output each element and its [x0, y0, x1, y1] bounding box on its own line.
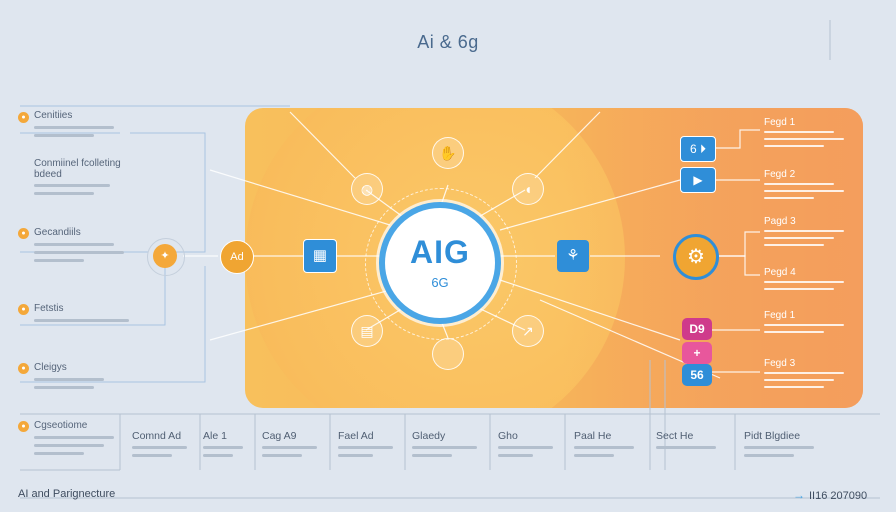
text-line	[34, 259, 84, 262]
left-item-label: Conmiinel fcolleting bdeed	[34, 158, 121, 180]
bottom-item-label: Paal He	[574, 430, 612, 442]
text-line	[203, 454, 233, 457]
text-line	[764, 138, 844, 140]
bottom-item-label: Glaedy	[412, 430, 446, 442]
text-line	[132, 446, 187, 449]
right-item-label: Pegd 4	[764, 267, 796, 278]
text-line	[34, 184, 110, 187]
text-line	[34, 436, 114, 439]
text-line	[412, 454, 452, 457]
text-line	[764, 324, 844, 326]
text-line	[34, 243, 114, 246]
text-line	[744, 454, 794, 457]
text-line	[764, 131, 834, 133]
bottom-item-label: Comnd Ad	[132, 430, 182, 442]
footer-left: AI and Parignecture	[18, 488, 116, 500]
bottom-item-label: Pidt Blgdiee	[744, 430, 801, 442]
bullet-icon: ●	[18, 421, 29, 432]
bottom-item-label: Fael Ad	[338, 430, 374, 442]
text-line	[574, 446, 634, 449]
right-item-label: Fegd 2	[764, 169, 796, 180]
text-line	[656, 446, 716, 449]
bottom-item-label: Cag A9	[262, 430, 297, 442]
text-line	[764, 288, 834, 290]
calendar-icon[interactable]: ▤	[351, 315, 383, 347]
bullet-icon: ●	[18, 112, 29, 123]
bullet-icon: ●	[18, 363, 29, 374]
text-line	[132, 454, 172, 457]
text-line	[262, 446, 317, 449]
text-line	[764, 379, 834, 381]
text-line	[764, 331, 824, 333]
node-ring	[147, 238, 185, 276]
text-line	[34, 444, 104, 447]
text-line	[498, 446, 553, 449]
text-line	[203, 446, 243, 449]
right-item-label: Fegd 1	[764, 310, 796, 321]
text-line	[34, 378, 104, 381]
text-line	[764, 197, 814, 199]
footer-right: → II16 207090	[793, 488, 867, 502]
left-item-label: Cenitiies	[34, 110, 73, 121]
footer-right-text: II16 207090	[809, 490, 868, 502]
right-item-label: Fegd 1	[764, 117, 796, 128]
globe-icon[interactable]: ◍	[351, 173, 383, 205]
pill-56[interactable]: 56	[682, 364, 712, 386]
text-line	[764, 237, 834, 239]
text-line	[764, 145, 824, 147]
text-line	[764, 183, 834, 185]
text-line	[34, 319, 129, 322]
text-line	[498, 454, 533, 457]
text-line	[34, 134, 94, 137]
pill-plus[interactable]: +	[682, 342, 712, 364]
text-line	[34, 192, 94, 195]
text-line	[338, 446, 393, 449]
play-icon[interactable]: ▶	[680, 167, 716, 193]
text-line	[34, 251, 124, 254]
bullet-icon: ●	[18, 304, 29, 315]
text-line	[262, 454, 302, 457]
plant-icon[interactable]: ⚘	[557, 240, 589, 272]
text-line	[764, 244, 824, 246]
bullet-icon: ●	[18, 228, 29, 239]
hub-sublabel: 6G	[431, 275, 449, 290]
text-line	[764, 190, 844, 192]
bottom-item-label: Sect He	[656, 430, 694, 442]
text-line	[338, 454, 373, 457]
left-item-label: Cgseotiome	[34, 420, 88, 431]
text-line	[412, 446, 477, 449]
gear-icon[interactable]: ⚙	[673, 234, 719, 280]
dot-node	[432, 338, 464, 370]
bottom-item-label: Gho	[498, 430, 518, 442]
code-icon[interactable]: 6 ⏵	[680, 136, 716, 162]
text-line	[34, 452, 84, 455]
text-line	[764, 230, 844, 232]
text-line	[574, 454, 614, 457]
text-line	[34, 126, 114, 129]
right-item-label: Fegd 3	[764, 358, 796, 369]
hand-icon[interactable]: ✋	[432, 137, 464, 169]
left-item-label: Cleigys	[34, 362, 67, 373]
page-title: Ai & 6g	[417, 32, 479, 52]
hub-label: AIG	[410, 234, 470, 270]
hub-node[interactable]: AIG 6G	[385, 208, 495, 318]
bottom-item-label: Ale 1	[203, 430, 227, 442]
arrow-icon: →	[793, 488, 805, 502]
text-line	[764, 386, 824, 388]
pill-d9[interactable]: D9	[682, 318, 712, 340]
ad-node-icon[interactable]: Ad	[220, 240, 254, 274]
chip-icon[interactable]: ▦	[303, 239, 337, 273]
text-line	[764, 372, 844, 374]
spark-icon[interactable]: ✦	[153, 244, 177, 268]
left-item-label: Gecandiils	[34, 227, 81, 238]
bulb-icon[interactable]: ◖	[512, 173, 544, 205]
left-item-label: Fetstis	[34, 303, 64, 314]
trend-icon[interactable]: ↗	[512, 315, 544, 347]
text-line	[34, 386, 94, 389]
right-item-label: Pagd 3	[764, 216, 796, 227]
text-line	[744, 446, 814, 449]
text-line	[764, 281, 844, 283]
